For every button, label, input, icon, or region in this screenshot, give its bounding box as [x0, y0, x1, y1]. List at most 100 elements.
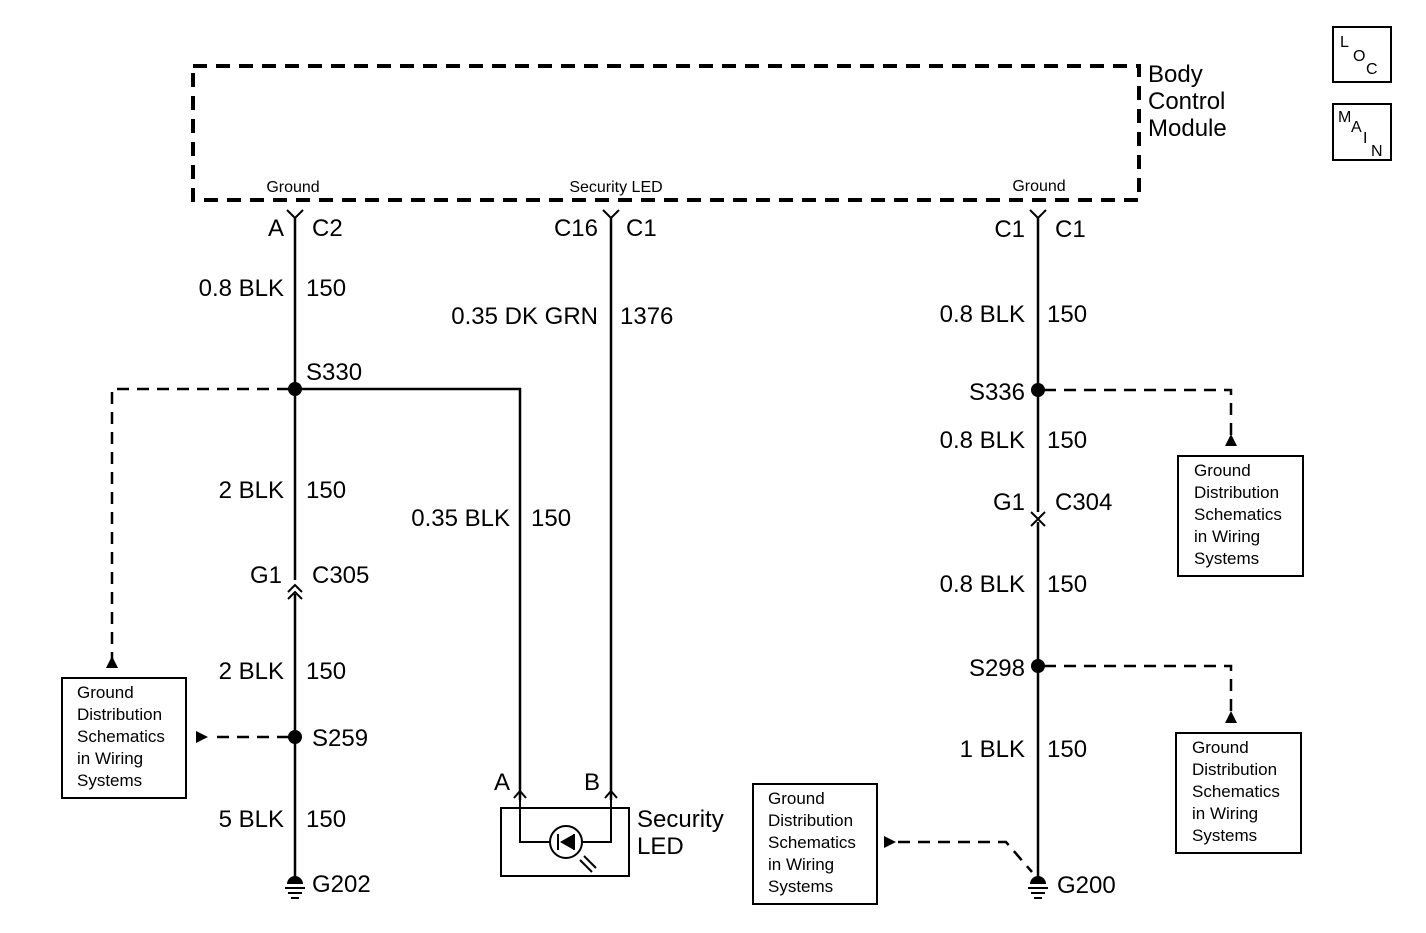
main-icon-n: N [1371, 143, 1383, 160]
ref-b-line3: Schematics [768, 833, 856, 852]
pin-a-arrow-icon [513, 789, 527, 799]
left-wire1-circuit: 150 [306, 275, 346, 302]
right-wire1-circuit: 150 [1047, 301, 1087, 328]
left-wire3-circuit: 150 [306, 658, 346, 685]
loc-icon-l: L [1340, 34, 1349, 51]
splice-s298-dot [1031, 659, 1045, 673]
ref-left-line3: Schematics [77, 727, 165, 746]
center-ground-wire-circuit: 150 [531, 505, 571, 532]
ref-line-g200 [898, 840, 1033, 873]
loc-icon[interactable]: L O C [1332, 26, 1392, 83]
ref-b-line2: Distribution [768, 811, 853, 830]
left-inline-conn: C305 [312, 562, 369, 589]
pin-b-arrow-icon [604, 789, 618, 799]
inline-connector-icon [287, 583, 303, 600]
left-wire4-color: 5 BLK [219, 806, 284, 833]
left-conn-pin: A [268, 215, 284, 242]
ground-icon [1028, 876, 1048, 899]
main-icon-a: A [1351, 119, 1362, 136]
ref-rt-line2: Distribution [1194, 483, 1279, 502]
main-icon-i: I [1363, 130, 1367, 147]
right-inline-conn: C304 [1055, 489, 1112, 516]
center-conn-name: C1 [626, 215, 657, 242]
connector-arrow-icon [602, 209, 620, 220]
left-circuit: A C2 0.8 BLK 150 S330 2 BLK 150 G1 C305 … [106, 209, 371, 899]
center-signal-color: 0.35 DK GRN [451, 303, 598, 330]
led-internal-wiring [519, 800, 612, 843]
left-wire1-color: 0.8 BLK [199, 275, 284, 302]
bcm-pin-ground-left: Ground [266, 179, 319, 196]
ref-rb-line2: Distribution [1192, 760, 1277, 779]
component-name-line2: LED [637, 833, 684, 860]
ref-rt-line5: Systems [1194, 549, 1259, 568]
arrow-up-icon [106, 656, 118, 668]
bcm-label: Body Control Module [1148, 61, 1227, 142]
center-circuit: 0.35 BLK 150 C16 C1 0.35 DK GRN 1376 A B… [295, 209, 724, 877]
left-wire3-color: 2 BLK [219, 658, 284, 685]
ref-rt-line4: in Wiring [1194, 527, 1260, 546]
component-name-line1: Security [637, 806, 724, 833]
ground-distribution-ref-bottom[interactable]: Ground Distribution Schematics in Wiring… [752, 783, 878, 905]
ref-rt-line1: Ground [1194, 461, 1251, 480]
ref-rb-line3: Schematics [1192, 782, 1280, 801]
bcm-label-line3: Module [1148, 115, 1227, 142]
arrow-right-icon [884, 836, 896, 848]
ref-left-line1: Ground [77, 683, 134, 702]
left-wire4-circuit: 150 [306, 806, 346, 833]
left-inline-pin: G1 [250, 562, 282, 589]
ref-rb-line5: Systems [1192, 826, 1257, 845]
component-pin-b: B [584, 769, 600, 796]
ground-distribution-ref-left[interactable]: Ground Distribution Schematics in Wiring… [61, 677, 187, 799]
bcm-pin-security-led: Security LED [569, 179, 662, 196]
ref-rt-line3: Schematics [1194, 505, 1282, 524]
ref-line-s336 [1044, 388, 1233, 436]
ref-b-line1: Ground [768, 789, 825, 808]
ground-distribution-ref-right-bottom[interactable]: Ground Distribution Schematics in Wiring… [1175, 732, 1302, 854]
splice-s336-dot [1031, 383, 1045, 397]
left-conn-name: C2 [312, 215, 343, 242]
main-icon[interactable]: M A I N [1332, 103, 1392, 161]
ground-g200-label: G200 [1057, 872, 1116, 899]
component-pin-a: A [494, 769, 510, 796]
right-wire3-color: 0.8 BLK [940, 571, 1025, 598]
right-wire4-circuit: 150 [1047, 736, 1087, 763]
right-wire2-color: 0.8 BLK [940, 427, 1025, 454]
connector-arrow-icon [1029, 209, 1047, 220]
main-icon-m: M [1338, 109, 1351, 126]
right-wire4-color: 1 BLK [960, 736, 1025, 763]
splice-s336-label: S336 [969, 379, 1025, 406]
right-conn-name: C1 [1055, 216, 1086, 243]
arrow-up-icon [1225, 434, 1237, 446]
right-wire2-circuit: 150 [1047, 427, 1087, 454]
center-signal-circuit: 1376 [620, 303, 673, 330]
bcm-pin-ground-right: Ground [1012, 178, 1065, 195]
loc-icon-o: O [1353, 48, 1365, 65]
ref-left-line2: Distribution [77, 705, 162, 724]
right-circuit: C1 C1 0.8 BLK 150 S336 0.8 BLK 150 G1 C3… [884, 209, 1237, 899]
splice-s259-label: S259 [312, 725, 368, 752]
ref-rb-line1: Ground [1192, 738, 1249, 757]
ref-left-line4: in Wiring [77, 749, 143, 768]
left-wire2-circuit: 150 [306, 477, 346, 504]
security-led-component[interactable] [500, 807, 630, 877]
led-icon [549, 825, 597, 873]
ground-distribution-ref-right-top[interactable]: Ground Distribution Schematics in Wiring… [1177, 455, 1304, 577]
bcm-label-line2: Control [1148, 88, 1225, 115]
loc-icon-c: C [1366, 61, 1378, 78]
splice-s298-label: S298 [969, 655, 1025, 682]
ref-b-line4: in Wiring [768, 855, 834, 874]
ground-g202-label: G202 [312, 871, 371, 898]
center-conn-pin: C16 [554, 215, 598, 242]
connector-arrow-icon [286, 209, 304, 220]
inline-connector-icon [1030, 511, 1046, 527]
ref-line-s298 [1044, 664, 1233, 712]
ground-icon [285, 876, 305, 899]
ref-line-s330 [110, 387, 289, 660]
center-ground-wire-color: 0.35 BLK [411, 505, 510, 532]
right-conn-pin: C1 [994, 216, 1025, 243]
right-wire3-circuit: 150 [1047, 571, 1087, 598]
arrow-right-icon [196, 731, 208, 743]
ref-b-line5: Systems [768, 877, 833, 896]
left-wire2-color: 2 BLK [219, 477, 284, 504]
